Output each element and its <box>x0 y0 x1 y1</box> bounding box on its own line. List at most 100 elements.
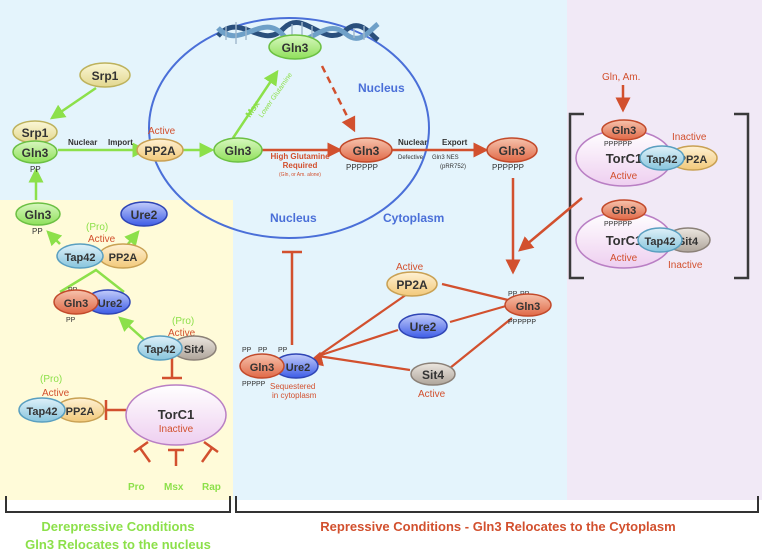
tap42-label: Tap42 <box>645 236 676 248</box>
link-pp2a-to-gln3 <box>441 282 509 302</box>
gln3-nuclear-active-node: Gln3 <box>213 137 263 163</box>
pp2a-active-label: Active <box>148 126 176 137</box>
phospho-label: PP <box>30 165 41 174</box>
gln3-label: Gln3 <box>499 144 526 158</box>
phospho-label: PPPPPP <box>604 141 632 148</box>
gln3-nes-label: Gln3 NES <box>432 155 459 161</box>
torc1-pp2a-complex: TorC1 Active Gln3 PPPPPP PP2A Tap42 Inac… <box>575 119 718 187</box>
in-cytoplasm-label: in cytoplasm <box>272 391 317 400</box>
gln-am-label: Gln, Am. <box>602 72 640 83</box>
phospho-label: PPPPPP <box>508 319 536 326</box>
torc1-sit4-complex: TorC1 Active Gln3 PPPPPP Sit4 Tap42 Inac… <box>575 199 711 271</box>
sit4-label: Sit4 <box>678 236 699 248</box>
pp2a-nuclear-node: PP2A <box>136 138 184 162</box>
repressive-bracket <box>235 496 759 513</box>
inactive-label: Inactive <box>672 132 707 143</box>
phospho-label: PP <box>258 347 268 354</box>
sit4-active-label: Active <box>418 389 446 400</box>
inhibit-rap <box>200 447 214 463</box>
nucleus-membrane <box>148 17 430 239</box>
link-ure2-to-gln3 <box>449 304 507 324</box>
derepressive-conditions-title: Derepressive Conditions <box>41 519 194 534</box>
pp2a-label: PP2A <box>109 252 138 264</box>
defective-label: Defective <box>398 155 424 161</box>
ure2-label: Ure2 <box>131 208 158 222</box>
arrow-srp1-to-complex <box>49 86 97 120</box>
inhibit-pro <box>138 447 152 463</box>
gln3-label: Gln3 <box>353 144 380 158</box>
gln-am-alone-label: (Gln, or Am. alone) <box>279 172 321 178</box>
pp2a-label: PP2A <box>679 154 708 166</box>
tap42-label: Tap42 <box>647 154 678 166</box>
torc1-active-label: Active <box>610 171 638 182</box>
torc1-bracket-right <box>734 112 750 280</box>
tap42-label: Tap42 <box>27 406 58 418</box>
nuclear-import-label-1: Nuclear <box>68 138 97 147</box>
gln3-cytoplasm-hub-node: PP PP Gln3 PPPPPP <box>504 291 552 326</box>
nucleus-label-top: Nucleus <box>358 81 405 95</box>
link-sit4-to-hub <box>317 354 411 372</box>
phospho-label: PP <box>66 317 76 324</box>
gln3-label: Gln3 <box>225 144 252 158</box>
plasmid-label: (pRR752) <box>440 164 466 170</box>
torc1-label: TorC1 <box>158 407 195 422</box>
ure2-label: Ure2 <box>410 320 437 334</box>
sit4-cytoplasm-node: Sit4 <box>410 362 456 386</box>
tap42-pp2a-active-complex: PP2A Tap42 <box>56 243 148 269</box>
gln3-exported-node: Gln3 PPPPPP <box>486 137 538 172</box>
srp1-node: Srp1 <box>79 62 131 88</box>
gln3-dna-bound-node: Gln3 <box>268 34 322 60</box>
srp1-gln3-complex: Srp1 Gln3 PP <box>12 120 58 174</box>
sit4-label: Sit4 <box>184 344 205 356</box>
gln3-label: Gln3 <box>516 301 540 313</box>
link-ure2-to-hub <box>317 328 399 358</box>
gln3-label: Gln3 <box>250 362 274 374</box>
gln3-ure2-sequestered-complex: PP PP PP Ure2 Gln3 PPPPP <box>239 347 319 388</box>
ure2-label: Ure2 <box>98 298 122 310</box>
torc1-label: TorC1 <box>606 151 643 166</box>
torc1-label: TorC1 <box>606 233 643 248</box>
phospho-label: PP <box>32 227 43 236</box>
phospho-label: PP <box>242 347 252 354</box>
phospho-label: PPPPP <box>242 381 266 388</box>
arrow-gln3-to-dna <box>231 69 279 139</box>
pro-label-2: (Pro) <box>172 316 194 327</box>
ure2-cytoplasm-node: Ure2 <box>398 313 448 339</box>
green-v-connector <box>59 268 125 294</box>
srp1-label: Srp1 <box>92 69 119 83</box>
inhibitor-pro-label: Pro <box>128 482 145 493</box>
torc1-inactive-label: Inactive <box>159 424 194 435</box>
arrow-torc1-to-gln3 <box>518 197 583 252</box>
inhibitor-rap-label: Rap <box>202 482 221 493</box>
gln3-label: Gln3 <box>612 125 636 137</box>
tap42-sit4-active-complex: Sit4 Tap42 <box>137 335 217 361</box>
inactive-label: Inactive <box>668 260 703 271</box>
tap42-pp2a-active-label: Active <box>88 234 116 245</box>
derepressive-bracket <box>5 496 231 513</box>
tap42-pp2a-low-active-label: Active <box>42 388 70 399</box>
phospho-label: PPPPPP <box>346 163 378 172</box>
phospho-label: PP <box>508 291 518 298</box>
gln3-label: Gln3 <box>25 208 52 222</box>
gln3-label: Gln3 <box>612 205 636 217</box>
gln3-label: Gln3 <box>22 146 49 160</box>
gln3-ure2-yellow-complex: PP Ure2 Gln3 PP <box>53 287 131 324</box>
torc1-bracket-left <box>568 112 584 280</box>
srp1-label-2: Srp1 <box>22 126 49 140</box>
gln3-nuclear-phospho-node: Gln3 PPPPPP <box>339 137 393 172</box>
pp2a-label: PP2A <box>396 278 428 292</box>
pp2a-label: PP2A <box>144 144 176 158</box>
pro-label-3: (Pro) <box>40 374 62 385</box>
nuclear-export-label-1: Nuclear <box>398 138 427 147</box>
sit4-label: Sit4 <box>422 368 444 382</box>
ure2-free-node: Ure2 <box>120 201 168 227</box>
pp2a-cyto-active-label: Active <box>396 262 424 273</box>
inhibitor-msx-label: Msx <box>164 482 184 493</box>
phospho-label: PPPPPP <box>492 163 524 172</box>
phospho-label: PP <box>278 347 288 354</box>
derepressive-conditions-subtitle: Gln3 Relocates to the nucleus <box>25 537 211 552</box>
cytoplasm-label: Cytoplasm <box>383 211 444 225</box>
tap42-sit4-active-label: Active <box>168 328 196 339</box>
link-sit4-to-gln3 <box>449 317 513 369</box>
